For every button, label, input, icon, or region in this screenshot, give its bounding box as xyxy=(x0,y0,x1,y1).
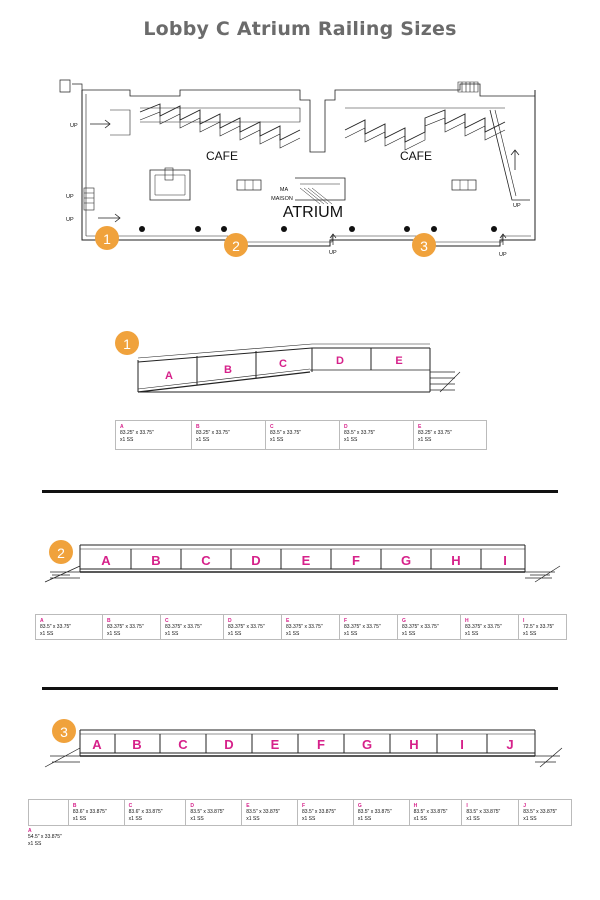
panel-letter: B xyxy=(151,553,160,568)
up-label: UP xyxy=(329,250,337,256)
section-3-marker-label: 3 xyxy=(60,724,68,740)
section-2-panel-letters: A B C D E F G H I xyxy=(101,553,507,568)
panel-letter: C xyxy=(201,553,211,568)
section-separator xyxy=(42,687,558,690)
panel-letter: C xyxy=(279,358,287,370)
maison-label: MAISON xyxy=(271,196,293,202)
panel-letter: D xyxy=(336,355,344,367)
cafe-right-label: CAFE xyxy=(400,149,432,163)
marker-2-label: 2 xyxy=(232,238,240,254)
panel-letter: I xyxy=(503,553,507,568)
panel-letter: A xyxy=(165,370,173,382)
panel-letter: D xyxy=(224,737,233,752)
panel-letter: B xyxy=(132,737,141,752)
section-separator xyxy=(42,490,558,493)
section-1-panel-letters: A B C D E xyxy=(165,355,403,382)
panel-letter: G xyxy=(401,553,411,568)
panel-letter: G xyxy=(362,737,372,752)
section-2-marker xyxy=(49,540,73,564)
panel-letter: E xyxy=(302,553,311,568)
section-3-panel-letters: A B C D E F G H I J xyxy=(92,737,513,752)
marker-2 xyxy=(224,233,248,257)
panel-letter: A xyxy=(101,553,111,568)
section-1-marker-label: 1 xyxy=(123,336,131,352)
up-label: UP xyxy=(66,194,74,200)
panel-letter: E xyxy=(395,355,402,367)
cafe-left-label: CAFE xyxy=(206,149,238,163)
section-1-elevation xyxy=(137,343,461,393)
page-title: Lobby C Atrium Railing Sizes xyxy=(143,18,457,40)
size-cell-empty xyxy=(29,800,68,825)
up-label: UP xyxy=(499,252,507,258)
panel-letter: B xyxy=(224,364,232,376)
panel-letter: H xyxy=(409,737,418,752)
marker-1 xyxy=(95,226,119,250)
panel-letter: F xyxy=(317,737,325,752)
floor-plan xyxy=(59,79,536,247)
panel-letter: A xyxy=(92,737,102,752)
panel-letter: F xyxy=(352,553,360,568)
section-1-marker xyxy=(115,331,139,355)
section-3-elevation xyxy=(44,729,563,768)
up-label: UP xyxy=(513,203,521,209)
section-2-marker-label: 2 xyxy=(57,545,65,561)
panel-letter: C xyxy=(178,737,188,752)
floor-plan-labels: CAFE CAFE ATRIUM MA MAISON UP UP UP UP U… xyxy=(66,123,521,258)
panel-letter: H xyxy=(451,553,460,568)
section-3-marker xyxy=(52,719,76,743)
up-label: UP xyxy=(66,217,74,223)
panel-letter: I xyxy=(460,737,464,752)
panel-letter: D xyxy=(251,553,260,568)
marker-3 xyxy=(412,233,436,257)
ma-label: MA xyxy=(280,187,289,193)
panel-letter: E xyxy=(271,737,280,752)
marker-3-label: 3 xyxy=(420,238,428,254)
panel-letter: J xyxy=(506,737,513,752)
section-2-elevation xyxy=(44,544,561,583)
marker-1-label: 1 xyxy=(103,231,111,247)
floor-plan-markers: 1 2 3 xyxy=(95,226,436,257)
up-label: UP xyxy=(70,123,78,129)
atrium-label: ATRIUM xyxy=(283,204,343,221)
section-3-extra-panel: A 54.5" x 33.875" x1 SS xyxy=(28,828,62,847)
